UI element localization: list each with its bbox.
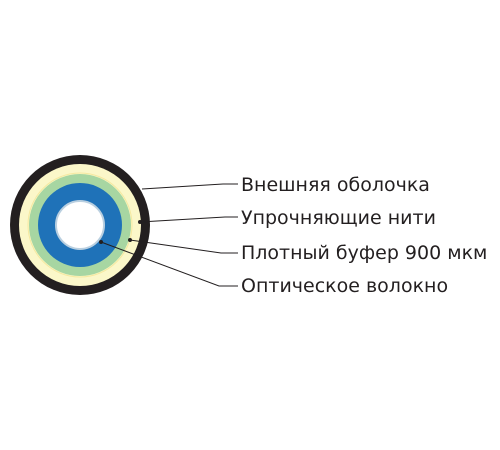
leader-dots: [99, 220, 142, 244]
leader-dot-strength-yarn: [138, 220, 142, 224]
optical-fiber-core: [56, 201, 104, 249]
leader-lines: [100, 183, 238, 287]
leader-line-strength-yarn: [139, 216, 238, 223]
label-strength-yarn: Упрочняющие нити: [241, 207, 436, 229]
leader-dot-tight-buffer: [128, 238, 132, 242]
strength-yarn-inner-edge: [27, 172, 133, 278]
leader-line-optical-fiber: [100, 241, 238, 287]
leader-line-outer-jacket: [141, 183, 238, 190]
optical-fiber-core-shadow: [55, 200, 105, 250]
label-outer-jacket: Внешняя оболочка: [241, 174, 430, 196]
label-optical-fiber: Оптическое волокно: [241, 275, 449, 297]
leader-line-tight-buffer: [129, 239, 238, 254]
label-tight-buffer: Плотный буфер 900 мкм: [241, 242, 488, 264]
leader-dot-optical-fiber: [99, 240, 103, 244]
